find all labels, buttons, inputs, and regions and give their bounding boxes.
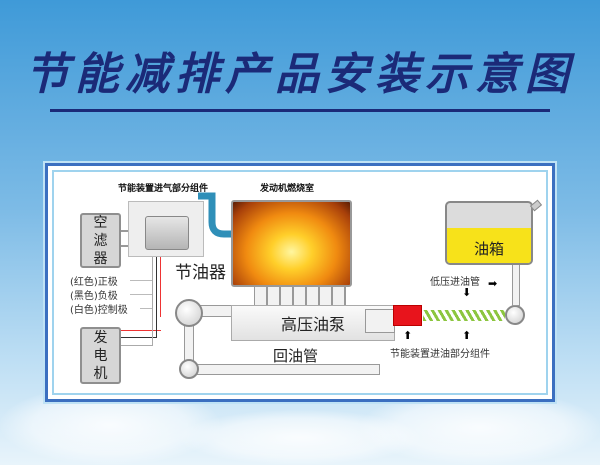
arrow-up-icon: ⬆ bbox=[403, 329, 413, 342]
oil-tank: 油箱 bbox=[445, 201, 533, 265]
junction-circle bbox=[175, 299, 203, 327]
intake-component-label: 节能装置进气部分组件 bbox=[118, 184, 209, 194]
wire-label-negative: (黑色)负极 bbox=[70, 291, 118, 302]
generator-char: 发 bbox=[93, 329, 108, 346]
black-wire bbox=[121, 337, 157, 338]
junction-circle bbox=[505, 305, 525, 325]
arrow-up-icon: ⬆ bbox=[462, 329, 472, 342]
red-wire bbox=[160, 257, 161, 317]
intake-device-image bbox=[128, 201, 204, 257]
air-pipe bbox=[121, 245, 129, 247]
green-spring-pipe bbox=[423, 310, 505, 321]
leader-line bbox=[130, 280, 152, 281]
junction-circle bbox=[179, 359, 199, 379]
return-pipe-label: 回油管 bbox=[273, 347, 319, 365]
arrow-right-icon: ➡ bbox=[488, 277, 498, 290]
fuel-device-red-block bbox=[393, 305, 422, 326]
blue-pipe-icon bbox=[198, 192, 232, 238]
wire-label-control: (白色)控制极 bbox=[70, 305, 128, 316]
air-filter-char: 器 bbox=[93, 250, 108, 267]
air-filter-char: 空 bbox=[93, 214, 108, 231]
oil-tank-label: 油箱 bbox=[447, 228, 531, 263]
generator-box: 发 电 机 bbox=[80, 327, 121, 384]
fuel-saver-label: 节油器 bbox=[175, 263, 226, 283]
diagram-inner-border bbox=[52, 170, 548, 395]
tank-pipe bbox=[512, 264, 520, 306]
device-body-icon bbox=[145, 216, 189, 250]
title-underline bbox=[50, 109, 550, 112]
white-wire bbox=[121, 345, 153, 346]
page-title: 节能减排产品安装示意图 bbox=[25, 49, 575, 100]
pump-outlet bbox=[365, 309, 395, 333]
wire-label-positive: (红色)正极 bbox=[70, 277, 118, 288]
leader-line bbox=[130, 294, 152, 295]
air-pipe bbox=[121, 230, 129, 232]
air-filter-box: 空 滤 器 bbox=[80, 213, 121, 268]
red-wire bbox=[121, 330, 161, 331]
black-wire bbox=[156, 257, 157, 337]
arrow-down-icon: ⬇ bbox=[462, 286, 472, 299]
combustion-chamber-label: 发动机燃烧室 bbox=[260, 184, 315, 194]
white-wire bbox=[152, 257, 153, 345]
combustion-chamber-fire-image bbox=[231, 200, 352, 287]
air-filter-char: 滤 bbox=[93, 232, 108, 249]
low-pressure-pipe-label: 低压进油管 bbox=[430, 277, 480, 288]
leader-line bbox=[140, 308, 152, 309]
generator-char: 电 bbox=[93, 347, 108, 364]
cloud bbox=[180, 410, 420, 465]
fuel-component-label: 节能装置进油部分组件 bbox=[390, 349, 490, 360]
generator-char: 机 bbox=[93, 365, 108, 382]
injector-lines bbox=[254, 287, 346, 306]
